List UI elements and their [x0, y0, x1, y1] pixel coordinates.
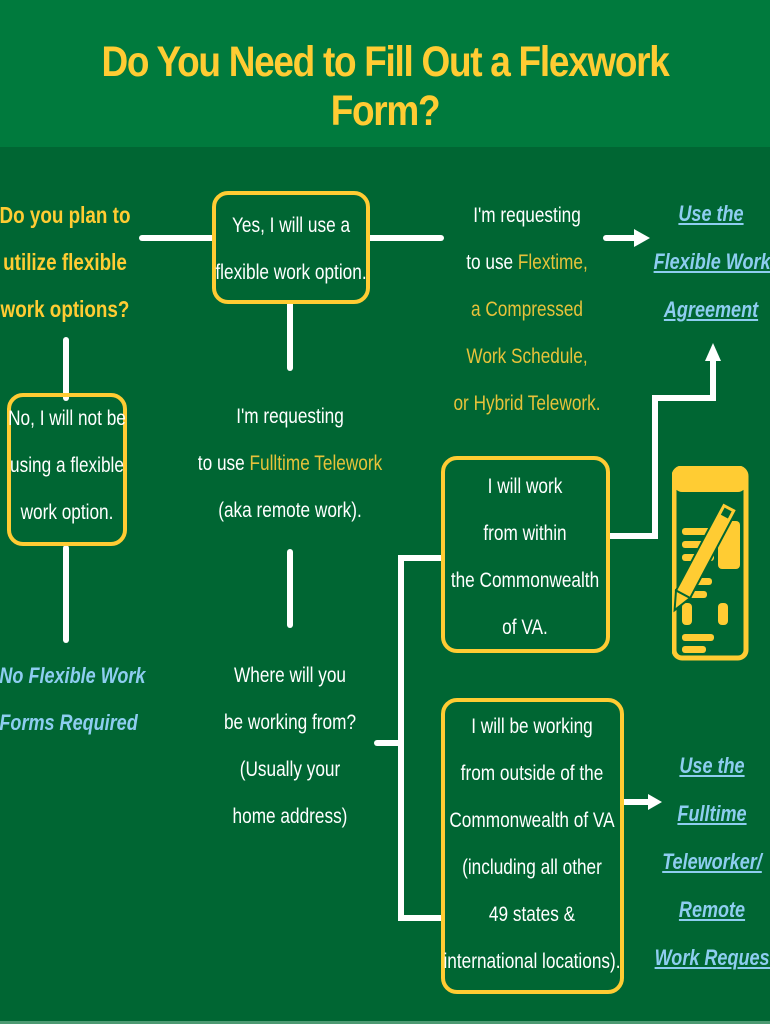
no-result-line: No Flexible Work [0, 663, 146, 688]
arrow-right-icon [634, 229, 650, 247]
link-line[interactable]: Work Request [654, 945, 770, 970]
question-text: Do you plan to utilize flexible work opt… [0, 192, 135, 333]
flextime-prefix: to use [466, 251, 518, 274]
fulltime-teleworker-request-link[interactable]: Use the Fulltime Teleworker/ Remote Work… [655, 742, 770, 982]
outside-line: Commonwealth of VA [449, 809, 615, 832]
where-line: (Usually your [239, 758, 341, 781]
yes-option-text: Yes, I will use a flexible work option. [209, 202, 373, 296]
flextime-line: Work Schedule, [466, 345, 588, 368]
no-line: using a flexible [10, 454, 124, 477]
link-line[interactable]: Agreement [663, 297, 759, 322]
connector-where-branch [398, 555, 444, 921]
outside-line: international locations). [443, 950, 621, 973]
fulltime-request-text: I'm requesting to use Fulltime Telework … [192, 393, 389, 534]
where-line: home address) [232, 805, 348, 828]
within-line: from within [483, 522, 567, 545]
outside-line: (including all other [462, 856, 602, 879]
no-line: No, I will not be [8, 407, 126, 430]
link-line[interactable]: Remote [678, 897, 746, 922]
fulltime-line: to use Fulltime Telework [192, 440, 389, 487]
no-option-box [7, 393, 127, 546]
flextime-highlight: Flextime, [517, 251, 588, 274]
page-title: Do You Need to Fill Out a Flexwork Form? [101, 38, 669, 135]
link-line[interactable]: Use the [678, 201, 744, 226]
within-va-box [441, 456, 610, 653]
outside-line: 49 states & [488, 903, 576, 926]
within-va-text: I will work from within the Commonwealth… [443, 463, 607, 651]
flextime-request-text: I'm requesting to use Flextime, a Compre… [445, 192, 609, 427]
flextime-line: to use Flextime, [445, 239, 609, 286]
flextime-line: or Hybrid Telework. [453, 392, 601, 415]
yes-option-box [212, 191, 370, 304]
header-band: Do You Need to Fill Out a Flexwork Form? [0, 0, 770, 147]
question-line: work options? [0, 296, 130, 322]
yes-line: flexible work option. [215, 261, 367, 284]
arrow-right-icon [648, 794, 662, 810]
outside-va-text: I will be working from outside of the Co… [434, 703, 631, 985]
no-line: work option. [20, 501, 114, 524]
fulltime-prefix: to use [197, 452, 250, 475]
bottom-border [0, 1021, 770, 1024]
within-line: the Commonwealth [450, 569, 600, 592]
link-line[interactable]: Flexible Work [653, 249, 770, 274]
question-line: Do you plan to [0, 202, 131, 228]
where-line: Where will you [234, 664, 346, 687]
flextime-line: a Compressed [471, 298, 583, 321]
fulltime-line: I'm requesting [236, 405, 344, 428]
connector-within-to-link [607, 357, 716, 539]
arrow-up-icon [705, 343, 721, 361]
form-with-pencil-icon [672, 466, 749, 661]
where-line: be working from? [223, 711, 357, 734]
fulltime-highlight: Fulltime Telework [249, 452, 383, 475]
flexible-work-agreement-link[interactable]: Use the Flexible Work Agreement [653, 190, 770, 334]
no-forms-required-text: No Flexible Work Forms Required [0, 652, 146, 746]
link-line[interactable]: Fulltime [677, 801, 747, 826]
question-line: utilize flexible [3, 249, 127, 275]
yes-line: Yes, I will use a [231, 214, 351, 237]
fulltime-line: (aka remote work). [218, 499, 362, 522]
flextime-line: I'm requesting [473, 204, 581, 227]
outside-line: from outside of the [460, 762, 604, 785]
link-line[interactable]: Use the [679, 753, 745, 778]
no-option-text: No, I will not be using a flexible work … [1, 395, 132, 536]
link-line[interactable]: Teleworker/ [662, 849, 762, 874]
outside-line: I will be working [471, 715, 593, 738]
no-result-line: Forms Required [0, 710, 138, 735]
where-question-text: Where will you be working from? (Usually… [208, 652, 372, 840]
within-line: of VA. [502, 616, 548, 639]
outside-va-box [441, 698, 624, 994]
within-line: I will work [487, 475, 563, 498]
